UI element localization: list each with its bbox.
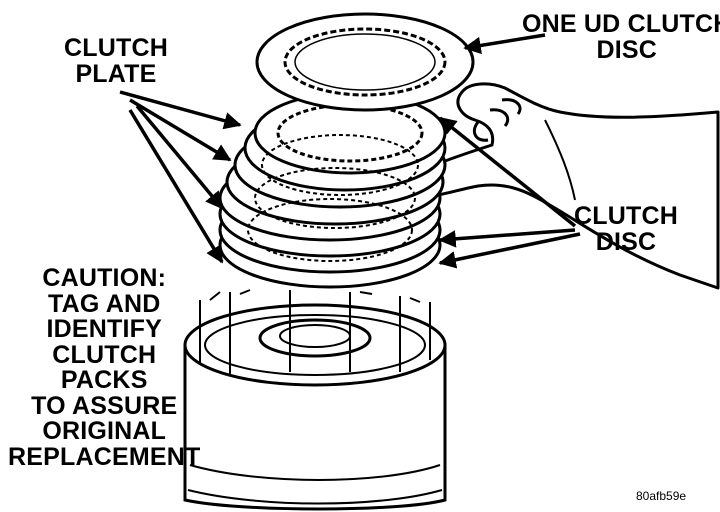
figure-id: 80afb59e: [636, 489, 687, 503]
leader-arrows: [119, 33, 581, 269]
clutch-plate-label-line-1: CLUTCH: [64, 34, 168, 62]
hand-drawing: [402, 82, 720, 290]
ud-clutch-disc-label-line-1: ONE UD CLUTCH: [522, 10, 720, 38]
clutch-pack-stack: [218, 91, 447, 289]
clutch-disc-label-line-2: DISC: [595, 227, 657, 256]
ud-clutch-disc-drawing: [255, 12, 475, 112]
caution-line-5: PACKS: [60, 366, 148, 394]
clutch-disc-label-line-1: CLUTCH: [574, 202, 678, 230]
caution-line-4: CLUTCH: [52, 340, 157, 369]
clutch-disc-label: CLUTCH DISC: [574, 202, 678, 256]
clutch-retainer-housing: [183, 289, 447, 511]
ud-clutch-disc-label: ONE UD CLUTCH DISC: [522, 10, 720, 64]
ud-clutch-disc-label-line-2: DISC: [596, 35, 658, 64]
caution-line-6: TO ASSURE: [31, 391, 178, 420]
clutch-plate-label-line-2: PLATE: [75, 59, 157, 88]
caution-line-1: CAUTION:: [42, 264, 167, 292]
caution-note: CAUTION: TAG AND IDENTIFY CLUTCH PACKS T…: [8, 264, 201, 471]
caution-line-3: IDENTIFY: [46, 315, 162, 343]
clutch-plate-label: CLUTCH PLATE: [64, 34, 168, 88]
caution-line-8: REPLACEMENT: [8, 442, 201, 471]
caution-line-2: TAG AND: [47, 289, 161, 318]
caution-line-7: ORIGINAL: [42, 417, 167, 445]
